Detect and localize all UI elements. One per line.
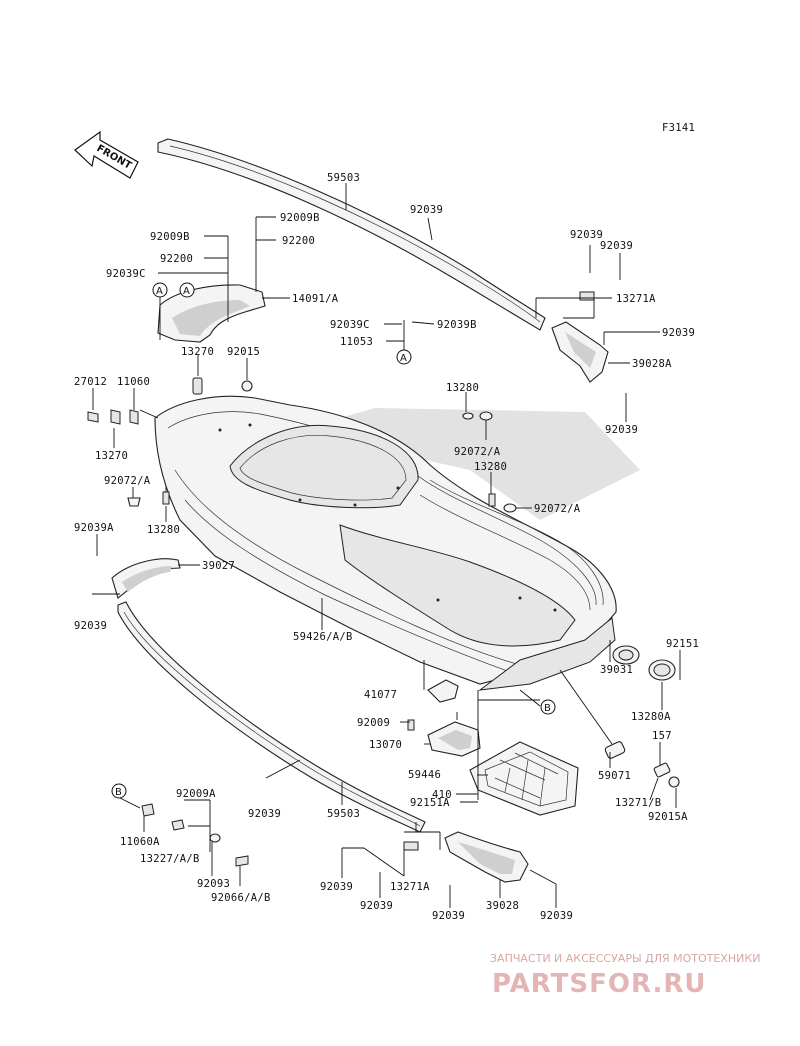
label-92093: 92093: [197, 878, 230, 890]
label-13280-3: 13280: [147, 524, 180, 536]
label-157: 157: [652, 730, 672, 742]
label-92015: 92015: [227, 346, 260, 358]
label-92009: 92009: [357, 717, 390, 729]
label-92039-bot: 92039: [248, 808, 281, 820]
label-92039-l: 92039: [74, 620, 107, 632]
label-92015a: 92015A: [648, 811, 688, 823]
hull-body: [154, 395, 640, 691]
front-trim-left: [111, 558, 181, 599]
label-92039-b1: 92039: [320, 881, 353, 893]
callout-a-upper-2: A: [179, 282, 195, 298]
label-92009b-1: 92009B: [150, 231, 190, 243]
label-59503-top: 59503: [327, 172, 360, 184]
svg-text:A: A: [183, 286, 190, 297]
label-59503-bot: 59503: [327, 808, 360, 820]
label-92072a-1: 92072/A: [454, 446, 501, 458]
label-92072a-2: 92072/A: [534, 503, 581, 515]
svg-text:A: A: [156, 286, 163, 297]
label-13280-1: 13280: [446, 382, 479, 394]
label-11060a: 11060A: [120, 836, 160, 848]
label-92039b: 92039B: [437, 319, 477, 331]
label-11060: 11060: [117, 376, 150, 388]
intake-scoop: [427, 679, 481, 757]
label-14091a: 14091/A: [292, 293, 339, 305]
label-92039c-2: 92039C: [330, 319, 370, 331]
label-92039-b4: 92039: [540, 910, 573, 922]
label-92039c-1: 92039C: [106, 268, 146, 280]
front-handle-cover: [157, 284, 266, 343]
label-92151a: 92151A: [410, 797, 450, 809]
label-13271a-bot: 13271A: [390, 881, 430, 893]
callout-a-center: A: [396, 349, 412, 365]
label-39028: 39028: [486, 900, 519, 912]
label-13271b: 13271/B: [615, 797, 661, 809]
top-rub-rail: [157, 138, 546, 331]
front-arrow-icon: FRONT: [74, 130, 139, 179]
leader-lines: [92, 183, 681, 908]
label-92039-b3: 92039: [432, 910, 465, 922]
label-13070: 13070: [369, 739, 402, 751]
svg-text:A: A: [400, 353, 407, 364]
label-92200-1: 92200: [160, 253, 193, 265]
part-labels: 59503 92039 92009B 92009B 92200 92200 92…: [74, 172, 699, 922]
label-59426: 59426/A/B: [293, 631, 353, 643]
label-13270-1: 13270: [181, 346, 214, 358]
bottom-rub-rail: [117, 601, 426, 833]
label-13280-2: 13280: [474, 461, 507, 473]
watermark: ЗАПЧАСТИ И АКСЕССУАРЫ ДЛЯ МОТОТЕХНИКИ PA…: [490, 952, 760, 999]
label-39028a: 39028A: [632, 358, 672, 370]
watermark-caption: ЗАПЧАСТИ И АКСЕССУАРЫ ДЛЯ МОТОТЕХНИКИ: [490, 952, 760, 965]
svg-text:B: B: [544, 703, 551, 714]
intake-grate: [469, 741, 579, 816]
label-13270-2: 13270: [95, 450, 128, 462]
label-27012: 27012: [74, 376, 107, 388]
label-13280a: 13280A: [631, 711, 671, 723]
label-13227: 13227/A/B: [140, 853, 200, 865]
label-92200-2: 92200: [282, 235, 315, 247]
svg-text:B: B: [115, 787, 122, 798]
label-92009b-2: 92009B: [280, 212, 320, 224]
label-13271a-top: 13271A: [616, 293, 656, 305]
callout-a-upper: A: [152, 282, 168, 298]
rear-trim-lower: [444, 831, 529, 883]
label-39031: 39031: [600, 664, 633, 676]
rear-trim-upper: [551, 321, 609, 383]
label-92039-b2: 92039: [360, 900, 393, 912]
label-92039-r2: 92039: [600, 240, 633, 252]
label-92072a-3: 92072/A: [104, 475, 151, 487]
label-92039a: 92039A: [74, 522, 114, 534]
watermark-logo: PARTSFOR.RU: [492, 969, 706, 999]
label-39027: 39027: [202, 560, 235, 572]
vent-cap: [612, 645, 676, 681]
callout-b-hull: B: [540, 699, 556, 715]
label-92039-r3: 92039: [662, 327, 695, 339]
label-92039-r4: 92039: [605, 424, 638, 436]
label-92009a: 92009A: [176, 788, 216, 800]
label-92066: 92066/A/B: [211, 892, 271, 904]
label-92039-top: 92039: [410, 204, 443, 216]
label-410: 410: [432, 789, 452, 801]
label-92039-r1: 92039: [570, 229, 603, 241]
figure-code: F3141: [662, 122, 695, 134]
label-41077: 41077: [364, 689, 397, 701]
label-59071: 59071: [598, 770, 631, 782]
callout-b-lower: B: [111, 783, 127, 799]
label-92151: 92151: [666, 638, 699, 650]
label-59446: 59446: [408, 769, 441, 781]
label-11053: 11053: [340, 336, 373, 348]
hardware-small: [87, 291, 595, 867]
